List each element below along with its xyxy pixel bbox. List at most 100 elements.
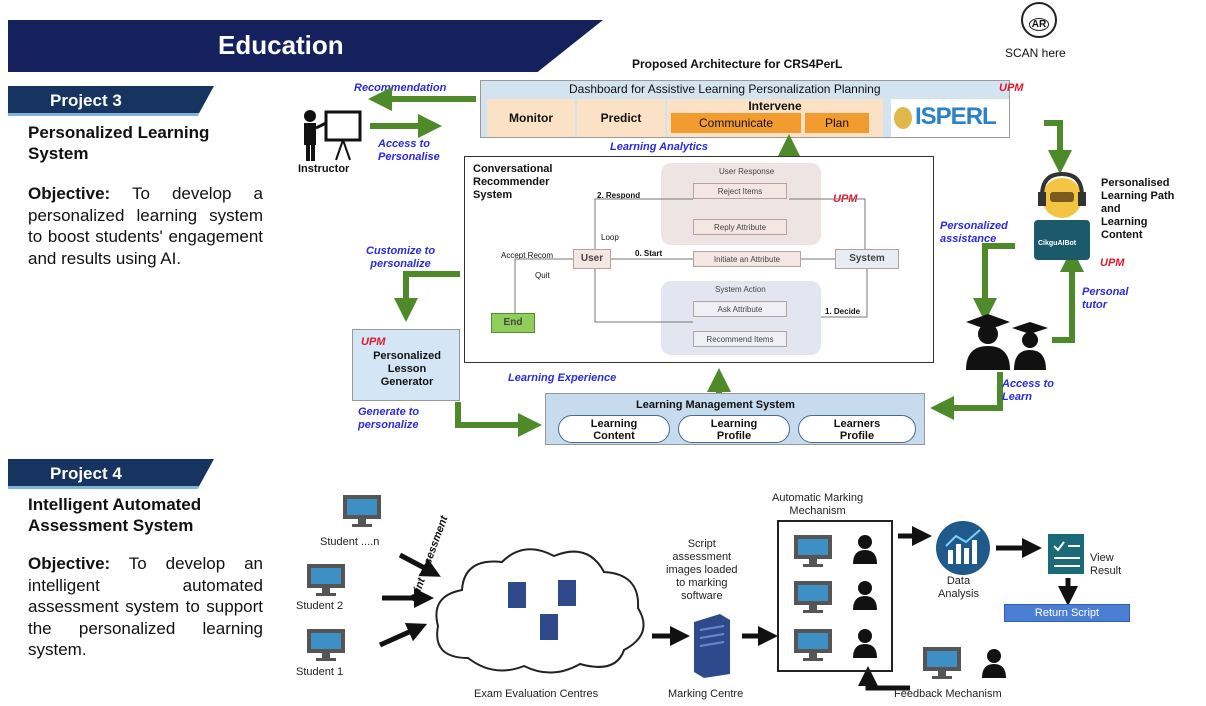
chatbot-icon [1034,172,1090,260]
project3-objective-label: Objective: [28,184,111,203]
user-node: User [573,249,611,269]
data-analysis-line1: Data [946,575,971,587]
access-learn-label: Access to Learn [1002,378,1054,404]
lms-learning-profile[interactable]: Learning Profile [678,415,790,443]
access-personalise-label: Access to Personalise [378,138,440,164]
student-2-monitor-icon [307,564,345,596]
project4-title: Intelligent Automated Assessment System [28,494,201,536]
student-2-label: Student 2 [296,600,344,612]
path-line3: and [1101,203,1121,215]
crs-title: Conversational Recommender System [473,163,552,202]
customize-label: Customize to personalize [366,245,435,271]
personalized-assistance-label: Personalized assistance [940,220,1008,246]
chatbot-name: CikguAIBot [1038,240,1077,247]
generator-label: Personalized Lesson Generator [361,350,453,389]
auto-marking-line2: Mechanism [789,505,846,517]
script-line1: Script [687,538,716,550]
ar-badge-text: AR [1028,18,1050,31]
access-learn-arrow [930,372,1003,420]
marker-person-2-icon [853,581,877,610]
generate-label: Generate to personalize [358,406,419,432]
scan-here-text: SCAN here [1005,46,1066,60]
crs-panel: Conversational Recommender System User R… [464,156,934,363]
ask-attribute-node: Ask Attribute [693,301,787,317]
assistance-line1: Personalized [940,220,1008,232]
lms-learning-profile-text: Learning Profile [710,418,758,442]
feedback-arrow [858,666,910,691]
predict-cell: Predict [577,99,665,137]
project3-objective-text: To develop a personalized learning syste… [28,184,263,268]
student-n-arrow [398,552,441,577]
view-result-line1: View [1090,552,1114,564]
end-node: End [491,313,535,333]
crs-title-line1: Conversational [473,163,553,175]
lms-title: Learning Management System [636,399,795,411]
project4-objective: Objective: To develop an intelligent aut… [28,553,263,661]
return-script-button[interactable]: Return Script [1004,604,1130,622]
quit-label: Quit [535,271,550,280]
path-line1: Personalised [1101,177,1170,189]
view-result-label: View Result [1090,552,1121,578]
page-title: Education [218,30,344,60]
instructor-icon [304,110,362,161]
tutor-line1: Personal [1082,286,1129,298]
dashboard-to-bot-arrow [1044,120,1072,174]
isperl-seal-icon [894,107,912,129]
student-n-label: Student ....n [320,536,380,548]
user-response-group: User Response Reject Items Reply Attribu… [661,163,821,245]
lms-learning-content[interactable]: Learning Content [558,415,670,443]
system-action-group: System Action Ask Attribute Recommend It… [661,281,821,355]
generate-arrow [455,402,542,437]
lms-panel: Learning Management System Learning Cont… [545,393,925,445]
intervene-cell: Intervene Communicate Plan [667,99,883,137]
dashboard-panel: Dashboard for Assistive Learning Persona… [480,80,1023,138]
data-analysis-label: Data Analysis [938,575,979,601]
isperl-text: ISPERL [915,103,997,130]
reply-attribute-node: Reply Attribute [693,219,787,235]
script-line4: to marking [676,577,728,589]
auto-marking-line1: Automatic Marking [772,492,864,504]
lms-learners-profile[interactable]: Learners Profile [798,415,916,443]
exam-centres-label: Exam Evaluation Centres [474,688,599,700]
recommend-items-node: Recommend Items [693,331,787,347]
decide-label: 1. Decide [825,307,861,316]
crs-title-line2: Recommender [473,176,550,188]
data-analysis-icon [936,521,990,575]
generator-upm: UPM [361,336,386,348]
feedback-person-icon [982,649,1006,678]
start-label: 0. Start [635,249,663,258]
marking-monitor-3-icon [794,629,832,661]
lesson-generator-box: UPM Personalized Lesson Generator [352,329,460,401]
reject-items-node: Reject Items [693,183,787,199]
accept-recom-label: Accept Recom [501,251,554,260]
ar-qr-icon[interactable]: AR [1021,2,1057,38]
script-line5: software [680,590,723,602]
path-line2: Learning Path [1101,190,1175,202]
data-analysis-line2: Analysis [938,588,979,600]
marking-server-icon [694,614,730,678]
assistance-line2: assistance [940,233,997,245]
dashboard-upm: UPM [999,82,1024,94]
monitor-cell: Monitor [487,99,575,137]
loop-label: Loop [601,233,619,242]
dashboard-title: Dashboard for Assistive Learning Persona… [569,82,881,96]
system-action-label: System Action [715,285,766,294]
architecture-title: Proposed Architecture for CRS4PerL [632,57,843,71]
education-banner [8,20,603,72]
user-response-label: User Response [719,167,775,176]
project4-title-line2: Assessment System [28,516,194,535]
lms-learning-content-text: Learning Content [590,418,638,442]
auto-marking-label: Automatic Marking Mechanism [772,492,863,518]
project3-title: Personalized Learning System [28,122,209,164]
students-icon [966,314,1048,370]
chatbot-upm: UPM [1100,257,1125,269]
marking-monitor-1-icon [794,535,832,567]
feedback-monitor-icon [923,647,961,679]
initiate-attribute-node: Initiate an Attribute [693,251,801,267]
exam-centres-cloud-icon [435,548,645,674]
project3-title-line1: Personalized Learning [28,123,210,142]
marker-person-1-icon [853,535,877,564]
project4-objective-text: To develop an intelligent automated asse… [28,554,263,659]
student-1-arrow [378,622,428,648]
generate-line2: personalize [358,419,419,431]
